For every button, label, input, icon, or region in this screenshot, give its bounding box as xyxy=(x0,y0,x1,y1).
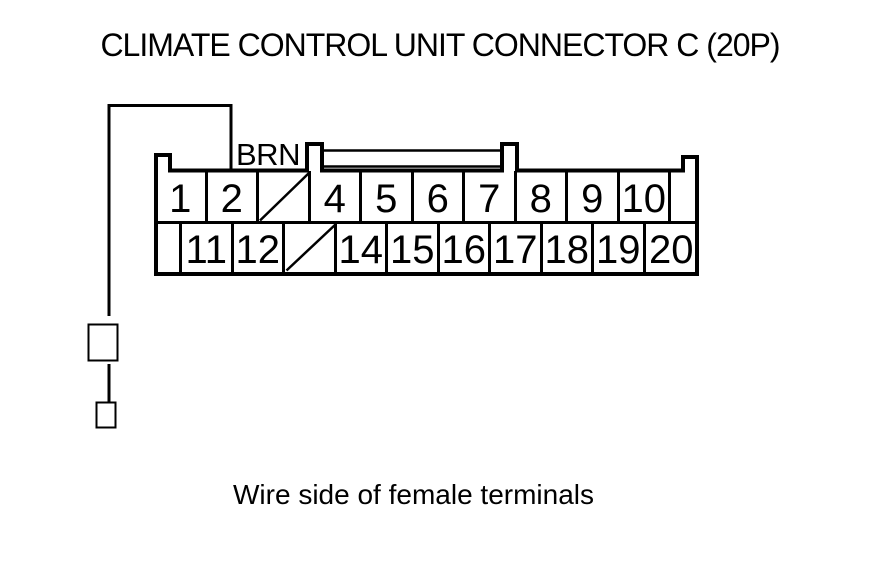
connector-shell-outline xyxy=(154,142,699,276)
pin-cell-14: 14 xyxy=(337,223,388,272)
page-title: CLIMATE CONTROL UNIT CONNECTOR C (20P) xyxy=(100,27,780,63)
wire-small-box-symbol xyxy=(95,401,117,429)
blocked-cell-slash-top xyxy=(259,171,311,222)
pin-cell-17: 17 xyxy=(491,223,543,272)
pin-cell-5: 5 xyxy=(362,171,414,222)
blocked-cell xyxy=(285,223,337,272)
pin-cell-12: 12 xyxy=(234,223,285,272)
blocked-cell xyxy=(259,171,311,222)
pin-cell-6: 6 xyxy=(414,171,465,222)
diagram-caption: Wire side of female terminals xyxy=(233,479,595,510)
pin-cell-18: 18 xyxy=(543,223,594,272)
pin-cell-15: 15 xyxy=(388,223,440,272)
filler-cell xyxy=(156,223,182,272)
wire-color-label: BRN xyxy=(236,137,300,172)
pin-cell-11: 11 xyxy=(182,223,234,272)
pin-cell-19: 19 xyxy=(594,223,646,272)
brn-wire-line xyxy=(107,104,233,316)
pin-cell-4: 4 xyxy=(311,171,362,222)
pin-cell-20: 20 xyxy=(649,227,694,272)
pin-cell-9: 9 xyxy=(568,171,620,222)
pin-cell-7: 7 xyxy=(465,171,517,222)
blocked-cell-slash-bottom xyxy=(285,223,337,272)
filler-cell xyxy=(671,171,697,222)
wire-large-box-symbol xyxy=(87,323,119,362)
pin-cell-10: 10 xyxy=(620,171,671,222)
pin-cell-2: 2 xyxy=(208,171,259,222)
pin-cell-16: 16 xyxy=(440,223,491,272)
pin-cell-1: 1 xyxy=(156,171,208,222)
pin-cell-8: 8 xyxy=(517,171,568,222)
